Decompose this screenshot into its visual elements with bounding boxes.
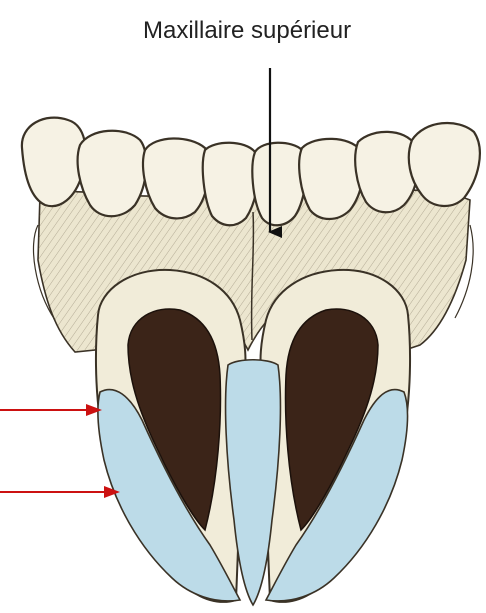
lower-red-arrow <box>0 486 120 498</box>
tooth-3 <box>143 138 209 218</box>
tooth-2 <box>78 131 147 217</box>
tooth-5 <box>252 143 306 226</box>
upper-red-arrow <box>0 404 102 416</box>
tooth-7 <box>355 132 418 212</box>
tooth-4 <box>203 143 259 226</box>
maxillaire-label: Maxillaire supérieur <box>143 17 351 44</box>
